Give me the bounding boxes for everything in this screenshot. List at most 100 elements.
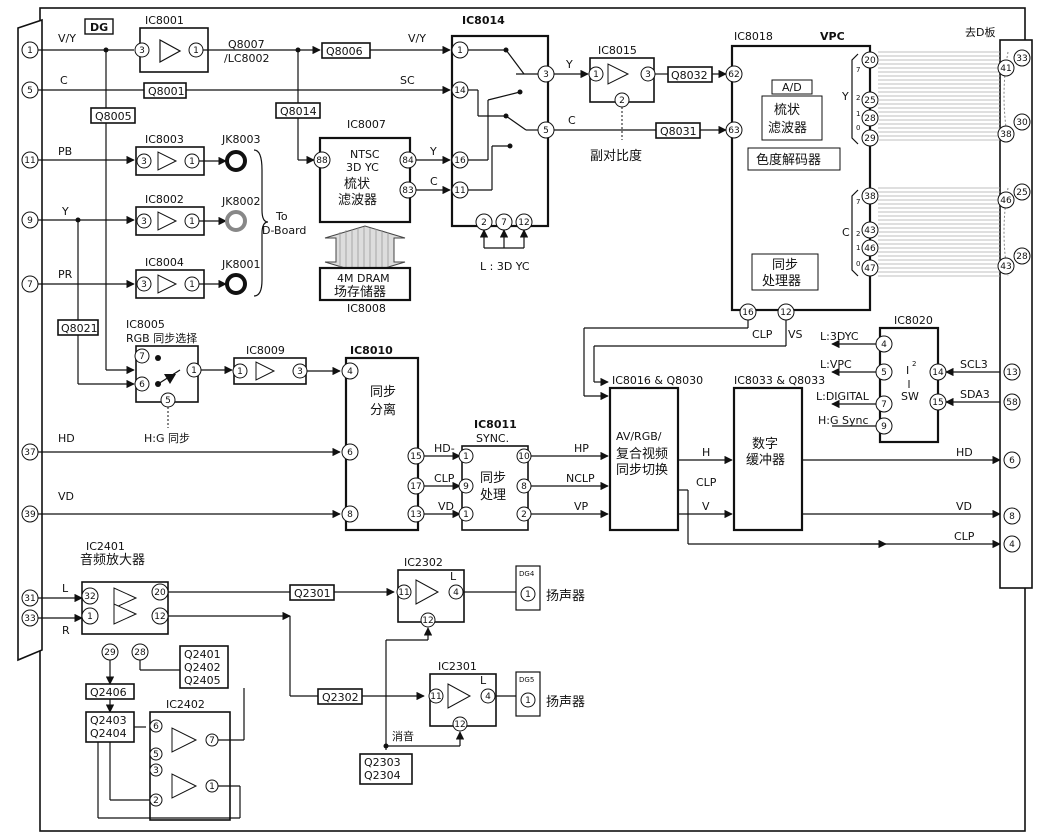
svg-text:4: 4 xyxy=(881,340,887,350)
svg-text:32: 32 xyxy=(84,592,95,602)
y-bit-7: 7 xyxy=(856,66,860,74)
svg-text:13: 13 xyxy=(1006,368,1017,378)
ic8018: IC8018 VPC 62 63 A/D 梳状 滤波器 色度解码器 同步 处理器… xyxy=(725,30,879,321)
svg-text:IC8016 & Q8030: IC8016 & Q8030 xyxy=(612,374,703,387)
svg-text:IC8033 & Q8033: IC8033 & Q8033 xyxy=(734,374,825,387)
svg-text:场存储器: 场存储器 xyxy=(334,285,386,300)
svg-text:1: 1 xyxy=(237,367,243,377)
svg-text:20: 20 xyxy=(864,56,876,66)
y-bus-label: Y xyxy=(841,90,849,103)
svg-text:滤波器: 滤波器 xyxy=(768,121,807,136)
q2401: Q2401 xyxy=(184,648,221,661)
sig-scl3: SCL3 xyxy=(960,358,988,371)
y-bit-2: 2 xyxy=(856,94,860,102)
svg-text:9: 9 xyxy=(27,216,33,226)
svg-text:28: 28 xyxy=(1016,252,1028,262)
svg-text:缓冲器: 缓冲器 xyxy=(746,453,785,468)
svg-text:IC2402: IC2402 xyxy=(166,698,205,711)
svg-text:28: 28 xyxy=(134,648,146,658)
sig-r-in: R xyxy=(62,624,70,637)
svg-text:L: L xyxy=(480,674,487,687)
c-bit-7: 7 xyxy=(856,198,860,206)
sig-hd-out: HD xyxy=(956,446,973,459)
ic2401: IC2401 音频放大器 32 1 20 12 29 28 xyxy=(80,540,169,661)
svg-text:14: 14 xyxy=(932,368,944,378)
sig-hp: HP xyxy=(574,442,589,455)
svg-text:16: 16 xyxy=(742,308,754,318)
svg-text:37: 37 xyxy=(24,448,35,458)
ic8010: IC8010 4 6 8 15 17 13 同步 分离 xyxy=(341,344,425,532)
svg-text:IC8010: IC8010 xyxy=(350,344,393,357)
svg-text:31: 31 xyxy=(24,594,35,604)
svg-text:8: 8 xyxy=(347,510,353,520)
svg-text:3: 3 xyxy=(139,46,145,56)
svg-text:Q2404: Q2404 xyxy=(90,727,127,740)
svg-text:20: 20 xyxy=(154,588,166,598)
svg-text:11: 11 xyxy=(24,156,35,166)
svg-text:8: 8 xyxy=(521,482,527,492)
svg-text:5: 5 xyxy=(165,396,171,406)
sig-c-8007: C xyxy=(430,175,438,188)
ic8014: IC8014 1 14 16 11 3 5 2 7 12 xyxy=(450,14,555,231)
sig-pb-in: PB xyxy=(58,145,72,158)
sig-vp: VP xyxy=(574,500,589,513)
ic8002: IC8002 3 1 xyxy=(135,193,205,236)
sig-y-in: Y xyxy=(61,205,69,218)
sig-lvpc: L:VPC xyxy=(820,358,852,371)
svg-text:RGB 同步选择: RGB 同步选择 xyxy=(126,331,197,345)
svg-text:1: 1 xyxy=(87,612,93,622)
svg-text:1: 1 xyxy=(463,510,469,520)
ic8016: IC8016 & Q8030 AV/RGB/ 复合视频 同步切换 xyxy=(608,374,703,532)
c-bit-0: 0 xyxy=(856,260,860,268)
q8007: Q8007 xyxy=(228,38,265,51)
svg-text:复合视频: 复合视频 xyxy=(616,447,668,462)
q8006: Q8006 xyxy=(326,45,363,58)
svg-text:7: 7 xyxy=(209,736,215,746)
svg-text:17: 17 xyxy=(410,482,421,492)
svg-text:4: 4 xyxy=(1009,540,1015,550)
svg-text:8: 8 xyxy=(1009,512,1015,522)
right-board-label: 去D板 xyxy=(965,25,995,39)
svg-text:IC8009: IC8009 xyxy=(246,344,285,357)
speaker-1: 扬声器 xyxy=(546,589,585,604)
q8005: Q8005 xyxy=(95,110,132,123)
svg-text:46: 46 xyxy=(864,244,876,254)
dram-bus xyxy=(324,225,406,275)
ic8015: IC8015 1 3 2 xyxy=(588,44,656,108)
q8032: Q8032 xyxy=(671,69,708,82)
ic8014-note: L : 3D YC xyxy=(480,260,530,273)
svg-text:1: 1 xyxy=(189,280,195,290)
svg-text:IC2302: IC2302 xyxy=(404,556,443,569)
to-dboard-2: D-Board xyxy=(262,224,306,237)
svg-text:IC2301: IC2301 xyxy=(438,660,477,673)
y-bit-0: 0 xyxy=(856,124,860,132)
svg-text:30: 30 xyxy=(1016,118,1028,128)
svg-text:梳状: 梳状 xyxy=(344,177,370,192)
svg-text:10: 10 xyxy=(518,452,530,462)
svg-text:A/D: A/D xyxy=(782,81,802,94)
svg-text:43: 43 xyxy=(864,226,875,236)
mute-label: 消音 xyxy=(392,729,414,743)
svg-text:15: 15 xyxy=(932,398,943,408)
right-bus-pins: 41 33 30 38 46 25 28 43 xyxy=(997,49,1031,275)
svg-text:1: 1 xyxy=(525,590,531,600)
svg-text:NTSC: NTSC xyxy=(350,148,380,161)
svg-text:84: 84 xyxy=(402,156,414,166)
ic2301: IC2301 11 4 12 L xyxy=(428,660,497,732)
svg-text:12: 12 xyxy=(780,308,791,318)
svg-text:6: 6 xyxy=(347,448,353,458)
dg-tag-box xyxy=(84,18,114,35)
svg-text:11: 11 xyxy=(430,692,441,702)
svg-text:33: 33 xyxy=(24,614,35,624)
svg-text:IC8005: IC8005 xyxy=(126,318,165,331)
sig-c-8014: C xyxy=(568,114,576,127)
svg-text:2: 2 xyxy=(521,510,527,520)
svg-text:IC8004: IC8004 xyxy=(145,256,184,269)
svg-text:3: 3 xyxy=(543,70,549,80)
svg-text:3: 3 xyxy=(297,367,303,377)
ic8005-note: H:G 同步 xyxy=(144,432,190,445)
svg-text:9: 9 xyxy=(881,422,887,432)
ic8003: IC8003 3 1 xyxy=(135,133,205,176)
ic2402: IC2402 6 5 3 2 7 1 xyxy=(149,698,231,821)
